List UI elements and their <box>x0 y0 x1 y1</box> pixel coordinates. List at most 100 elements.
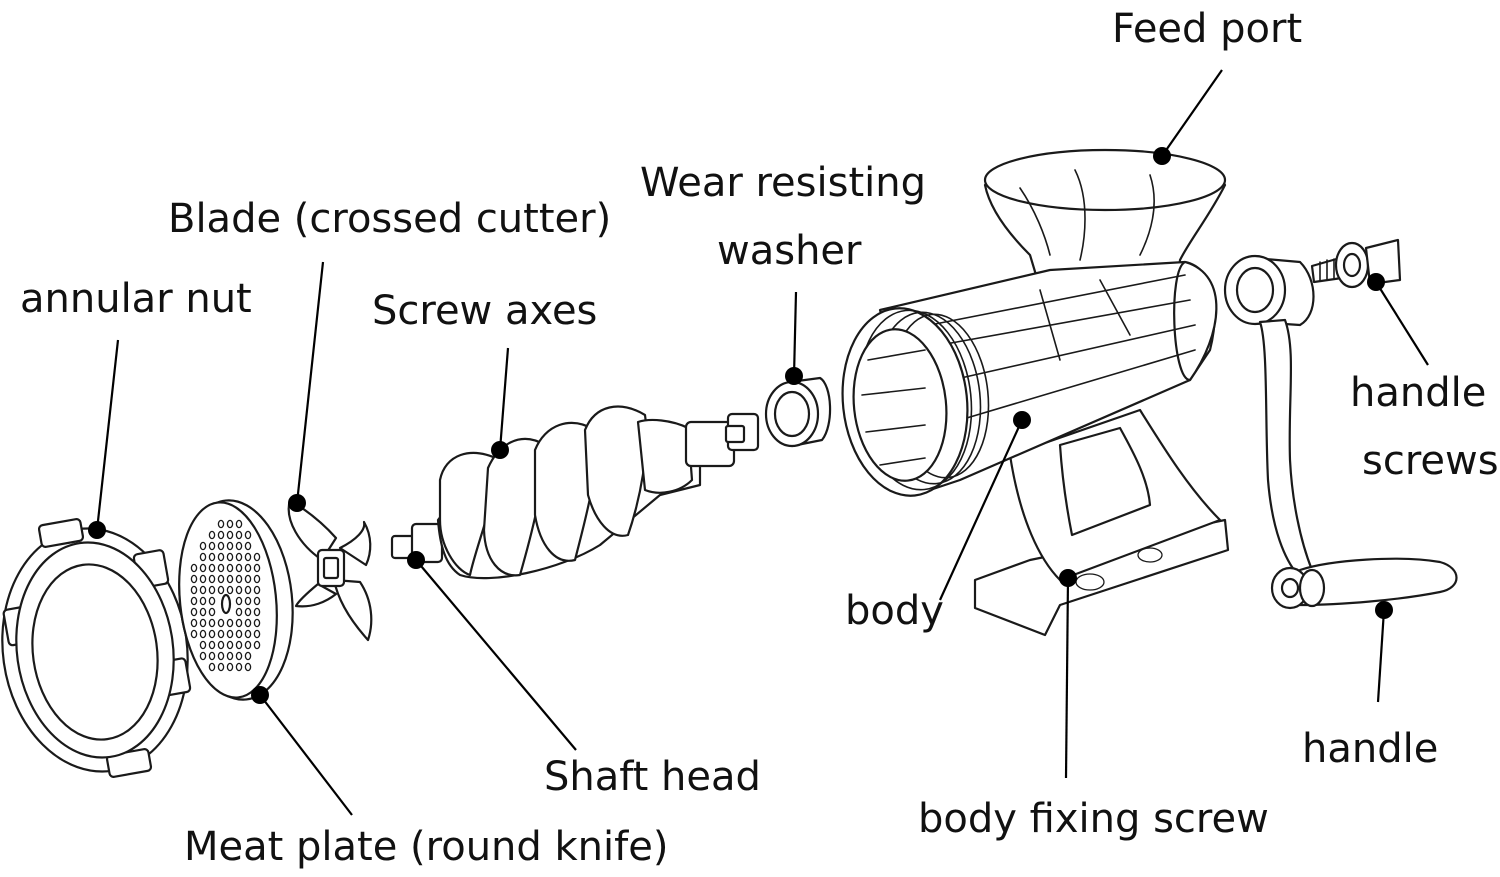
plate-hole <box>190 629 198 639</box>
plate-hole <box>253 552 261 562</box>
label-handle-screws-line1: handle <box>1350 370 1486 416</box>
plate-hole <box>190 607 198 617</box>
plate-hole <box>226 640 234 650</box>
plate-hole <box>244 607 252 617</box>
plate-hole <box>199 563 207 573</box>
plate-hole <box>253 618 261 628</box>
plate-hole <box>226 519 234 529</box>
plate-hole <box>244 662 252 672</box>
plate-hole <box>208 552 216 562</box>
label-handle: handle <box>1302 726 1438 772</box>
annular-nut-drawing <box>1 518 192 778</box>
plate-hole <box>244 574 252 584</box>
labels: Feed port Wear resisting washer Blade (c… <box>20 6 1499 870</box>
plate-hole <box>208 607 216 617</box>
plate-hole <box>235 563 243 573</box>
leader-lines <box>88 69 1429 816</box>
blade-drawing <box>287 498 373 642</box>
plate-hole <box>199 552 207 562</box>
plate-hole <box>235 585 243 595</box>
plate-hole <box>253 607 261 617</box>
plate-hole <box>190 585 198 595</box>
plate-hole <box>208 530 216 540</box>
plate-hole <box>190 618 198 628</box>
plate-hole <box>226 541 234 551</box>
plate-hole <box>199 629 207 639</box>
plate-hole <box>217 585 225 595</box>
plate-hole <box>226 629 234 639</box>
plate-hole <box>208 651 216 661</box>
plate-hole <box>190 563 198 573</box>
plate-hole <box>235 662 243 672</box>
plate-hole <box>208 640 216 650</box>
label-handle-screws-line2: screws <box>1362 438 1499 484</box>
plate-hole <box>235 530 243 540</box>
plate-hole <box>208 618 216 628</box>
plate-hole <box>226 563 234 573</box>
plate-hole <box>235 651 243 661</box>
label-blade: Blade (crossed cutter) <box>168 196 611 242</box>
plate-hole <box>217 640 225 650</box>
plate-hole <box>253 596 261 606</box>
plate-hole <box>217 530 225 540</box>
label-body: body <box>845 588 944 634</box>
plate-hole <box>199 640 207 650</box>
plate-hole <box>244 563 252 573</box>
plate-hole <box>217 519 225 529</box>
plate-hole <box>253 585 261 595</box>
label-body-fixing-screw: body fixing screw <box>918 796 1269 842</box>
plate-hole <box>226 585 234 595</box>
label-wear-washer-line1: Wear resisting <box>640 160 926 206</box>
plate-hole <box>235 607 243 617</box>
plate-hole <box>190 574 198 584</box>
plate-hole <box>226 651 234 661</box>
wear-washer-drawing <box>764 376 832 448</box>
label-meat-plate: Meat plate (round knife) <box>184 824 668 870</box>
plate-hole <box>217 574 225 584</box>
label-shaft-head: Shaft head <box>544 754 761 800</box>
label-annular-nut: annular nut <box>20 276 252 322</box>
plate-hole <box>208 596 216 606</box>
plate-hole <box>226 530 234 540</box>
plate-hole <box>217 563 225 573</box>
plate-hole <box>235 552 243 562</box>
plate-hole <box>235 574 243 584</box>
plate-hole <box>253 563 261 573</box>
plate-hole <box>226 618 234 628</box>
plate-hole <box>199 607 207 617</box>
plate-hole <box>190 596 198 606</box>
plate-hole <box>199 585 207 595</box>
plate-hole <box>235 596 243 606</box>
plate-hole <box>199 618 207 628</box>
plate-hole <box>217 618 225 628</box>
plate-hole <box>217 651 225 661</box>
plate-hole <box>244 585 252 595</box>
plate-hole <box>217 629 225 639</box>
plate-hole <box>244 651 252 661</box>
plate-hole <box>208 574 216 584</box>
plate-hole <box>244 629 252 639</box>
plate-hole <box>199 651 207 661</box>
plate-hole <box>253 640 261 650</box>
grinder-body-drawing <box>841 148 1230 637</box>
plate-hole <box>244 552 252 562</box>
screw-axes-drawing <box>390 405 760 580</box>
plate-hole <box>253 574 261 584</box>
plate-hole <box>208 585 216 595</box>
plate-hole <box>244 618 252 628</box>
plate-hole <box>217 662 225 672</box>
plate-hole <box>235 519 243 529</box>
plate-hole <box>226 574 234 584</box>
plate-hole <box>235 629 243 639</box>
plate-hole <box>199 541 207 551</box>
plate-hole <box>244 596 252 606</box>
plate-hole <box>217 552 225 562</box>
plate-hole <box>244 530 252 540</box>
handle-assembly-drawing <box>1223 238 1458 610</box>
meat-plate-drawing <box>178 499 294 701</box>
label-wear-washer-line2: washer <box>717 228 862 274</box>
plate-hole <box>226 662 234 672</box>
plate-hole <box>217 541 225 551</box>
plate-hole <box>253 629 261 639</box>
